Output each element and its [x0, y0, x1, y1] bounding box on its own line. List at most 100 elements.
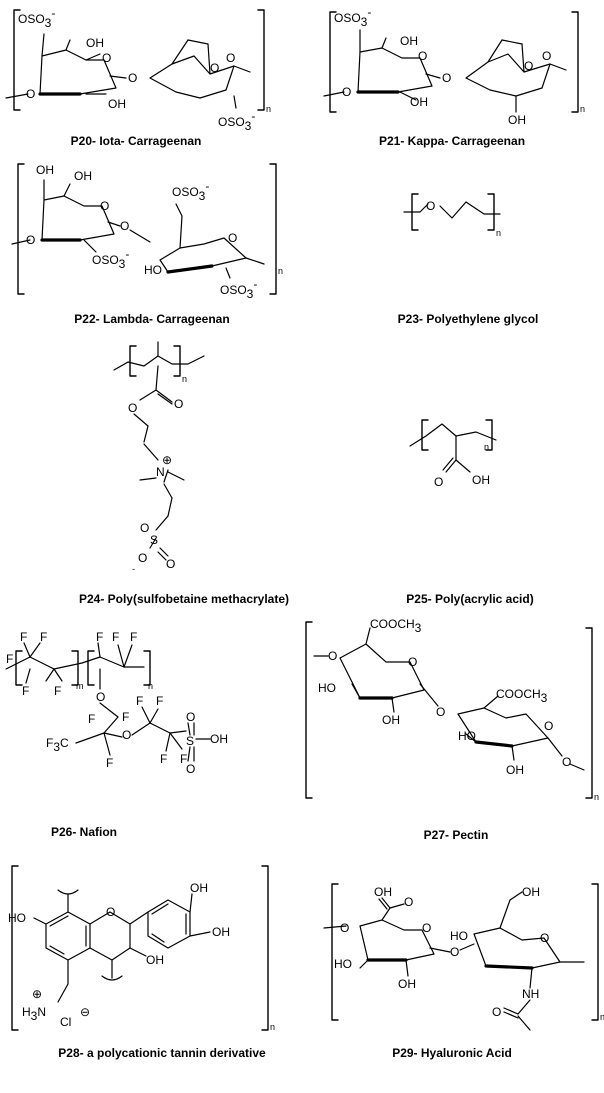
atom-f3c: F3C — [46, 736, 69, 754]
atom-o-ring2: O — [544, 719, 553, 733]
bracket-left — [129, 345, 137, 377]
ring-2 — [149, 55, 235, 99]
atom-o: O — [426, 199, 435, 213]
group-h3n-plus: H3N — [22, 1005, 46, 1023]
bracket-left — [305, 621, 313, 799]
structure-p27-pectin: O COOCH3 O HO OH O COOCH3 O HO OH O n — [305, 617, 599, 802]
repeat-n: n — [266, 104, 271, 114]
bracket-left — [331, 883, 339, 1021]
atom-o-bridge: O — [210, 61, 219, 75]
caption-p20: P20- Iota- Carrageenan — [70, 134, 202, 148]
bracket-left — [11, 865, 19, 1031]
bracket-right — [485, 419, 493, 451]
atom-o-bridge: O — [524, 59, 533, 73]
atom-o-link: O — [128, 71, 137, 85]
atom-f: F — [88, 712, 95, 726]
caption-p21: P21- Kappa- Carrageenan — [378, 134, 526, 148]
atom-o: O — [492, 1005, 501, 1019]
ring-c — [89, 911, 131, 961]
atom-o: O — [96, 690, 105, 704]
caption-p22: P22- Lambda- Carrageenan — [74, 312, 230, 326]
atom-o-ring2: O — [228, 231, 237, 245]
atom-ho: HO — [450, 929, 468, 943]
bracket-left-n — [87, 650, 95, 686]
atom-o: O — [328, 649, 337, 663]
atom-oh: OH — [400, 34, 418, 48]
atom-ho: HO — [334, 957, 352, 971]
repeat-n: n — [278, 266, 283, 276]
caption-p23: P23- Polyethylene glycol — [397, 312, 539, 326]
group-cooch3: COOCH3 — [496, 687, 548, 705]
group-cooch3: COOCH3 — [370, 617, 422, 635]
atom-f: F — [130, 630, 137, 644]
atom-oh: OH — [410, 95, 428, 109]
atom-oso3: OSO3- — [172, 179, 209, 203]
atom-o-ring: O — [418, 49, 427, 63]
atom-f: F — [122, 710, 129, 724]
repeat-n: n — [580, 104, 585, 114]
atom-f: F — [180, 752, 187, 766]
atom-oso3: OSO3- — [334, 5, 371, 29]
repeat-n: n — [270, 1022, 275, 1032]
bracket-right — [591, 883, 599, 1021]
atom-f: F — [136, 694, 143, 708]
aromatic-ring-b — [147, 899, 191, 949]
atom-o-ring: O — [106, 905, 115, 919]
atom-n-plus: N — [156, 465, 165, 479]
atom-o-bridge2: O — [542, 49, 551, 63]
structure-p25-paa: n O OH — [409, 419, 497, 489]
atom-oh: OH — [146, 953, 164, 967]
bracket-right — [585, 627, 593, 799]
atom-oh: OH — [36, 163, 54, 177]
atom-o-ring: O — [408, 655, 417, 669]
atom-o-ring: O — [102, 51, 111, 65]
atom-f: F — [106, 756, 113, 770]
repeat-m: m — [76, 681, 84, 691]
atom-o-link: O — [120, 219, 129, 233]
atom-ho: HO — [144, 263, 162, 277]
structure-p20-iota-carrageenan: OSO3- OH O O O OH O O OSO3- n — [5, 6, 271, 133]
atom-f: F — [96, 630, 103, 644]
charge-minus: - — [132, 564, 135, 574]
atom-f: F — [40, 630, 47, 644]
atom-f: F — [156, 694, 163, 708]
atom-oh: OH — [382, 713, 400, 727]
bracket-left-m — [15, 650, 23, 686]
repeat-n: n — [148, 681, 153, 691]
caption-p24: P24- Poly(sulfobetaine methacrylate) — [78, 592, 290, 606]
structure-p26-nafion: F F F F F F F F m n O F F F3C F O F F F … — [5, 630, 228, 776]
structure-p28-tannin: HO O OH OH OH H3N ⊕ Cl ⊖ n — [8, 865, 275, 1032]
atom-o-ring: O — [100, 199, 109, 213]
ring-1 — [339, 643, 425, 699]
atom-f: F — [112, 630, 119, 644]
atom-o-bridge2: O — [226, 51, 235, 65]
caption-p25: P25- Poly(acrylic acid) — [406, 592, 534, 606]
atom-ho: HO — [318, 681, 336, 695]
structure-p23-peg: O n — [403, 193, 501, 238]
atom-o-left: O — [26, 233, 35, 247]
atom-oh: OH — [86, 36, 104, 50]
atom-o-link: O — [436, 705, 445, 719]
charge-plus: ⊕ — [32, 987, 42, 1001]
atom-f: F — [54, 684, 61, 698]
atom-o-left: O — [340, 921, 349, 935]
atom-o-ester: O — [128, 401, 137, 415]
atom-o: O — [122, 728, 131, 742]
atom-oh: OH — [210, 732, 228, 746]
bracket-left — [13, 9, 21, 111]
atom-f: F — [6, 652, 13, 666]
structure-p21-kappa-carrageenan: OSO3- OH O O O OH O O OH n — [323, 5, 585, 127]
atom-oh: OH — [212, 925, 230, 939]
atom-o-carbonyl: O — [404, 895, 413, 909]
atom-o: O — [434, 475, 443, 489]
atom-o-minus: O — [138, 551, 147, 565]
bracket-left — [17, 163, 25, 295]
caption-p29: P29- Hyaluronic Acid — [392, 1046, 512, 1060]
caption-p28: P28- a polycationic tannin derivative — [58, 1046, 266, 1060]
charge-minus: ⊖ — [80, 1005, 90, 1019]
atom-o: O — [186, 710, 195, 724]
atom-oh: OH — [108, 97, 126, 111]
atom-o-ring2: O — [540, 931, 549, 945]
ring-2 — [465, 53, 551, 97]
atom-o: O — [562, 755, 571, 769]
